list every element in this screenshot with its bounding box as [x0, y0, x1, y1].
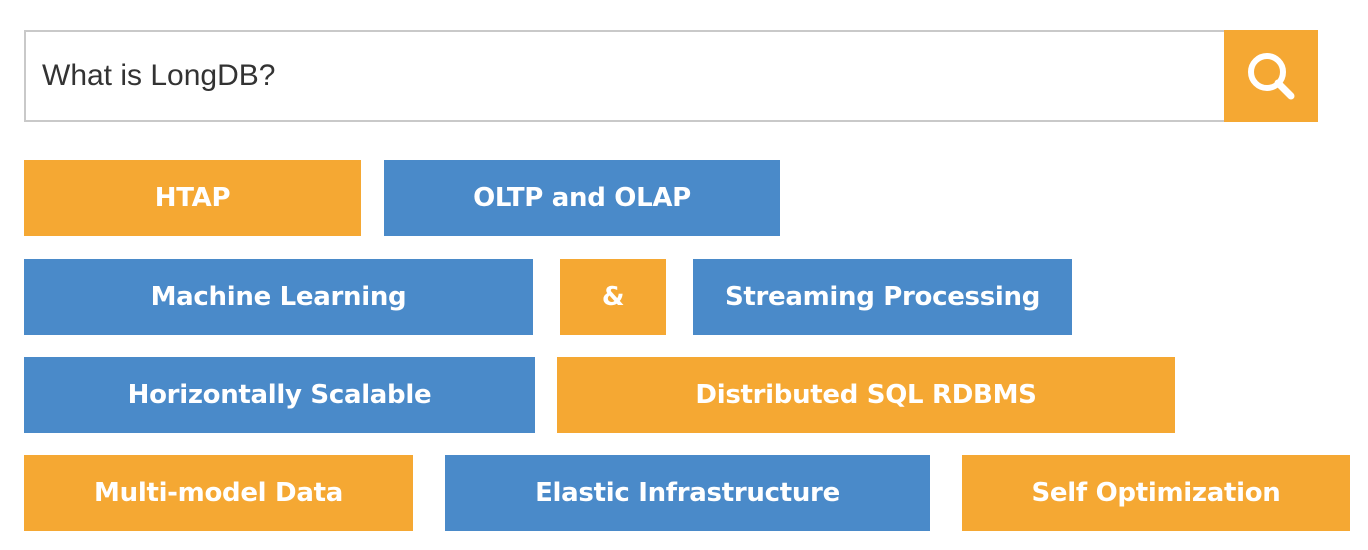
- tag-ampersand: &: [560, 259, 666, 335]
- search-button[interactable]: [1224, 30, 1318, 122]
- tag-machine-learning: Machine Learning: [24, 259, 533, 335]
- tag-horizontally-scalable: Horizontally Scalable: [24, 357, 535, 433]
- search-input[interactable]: What is LongDB?: [42, 59, 276, 92]
- search-bar[interactable]: What is LongDB?: [24, 30, 1318, 122]
- tag-distributed-sql-rdbms: Distributed SQL RDBMS: [557, 357, 1175, 433]
- tag-multi-model-data: Multi-model Data: [24, 455, 413, 531]
- search-icon: [1248, 53, 1295, 100]
- tag-oltp-and-olap: OLTP and OLAP: [384, 160, 780, 236]
- tag-self-optimization: Self Optimization: [962, 455, 1350, 531]
- tag-elastic-infrastructure: Elastic Infrastructure: [445, 455, 930, 531]
- tag-streaming-processing: Streaming Processing: [693, 259, 1072, 335]
- tag-htap: HTAP: [24, 160, 361, 236]
